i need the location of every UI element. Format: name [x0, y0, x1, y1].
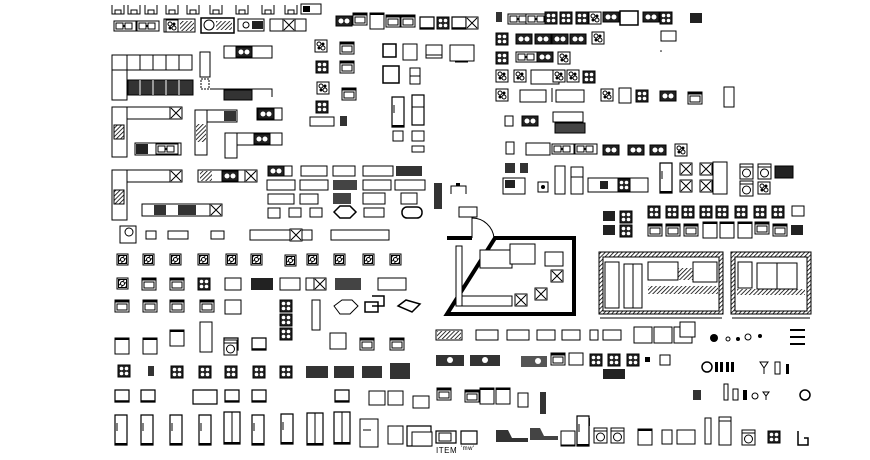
- l-kitchen-plan-6: [198, 169, 258, 183]
- kitchen-elevation-2: [731, 252, 811, 318]
- sink-plan-row: [113, 18, 306, 33]
- utensil-blocks: [680, 322, 810, 400]
- mw-label: 'mw': [461, 446, 475, 452]
- appliance-grid-left-lower: [114, 322, 431, 447]
- appliance-elevations-bottom-right: [561, 417, 808, 445]
- stray-dot: [660, 50, 662, 52]
- kitchen-elevation-1: [599, 252, 723, 318]
- appliance-grid-middle-lower: [412, 327, 692, 447]
- l-kitchen-plan-1: [112, 55, 193, 100]
- appliance-blocks-top-middle: [310, 12, 479, 152]
- sink-profile-row: [111, 4, 321, 15]
- l-kitchen-plan-5: [112, 169, 223, 220]
- kitchen-floor-plan: [447, 218, 574, 314]
- item-label: ITEM: [436, 446, 458, 455]
- sink-cluster: [267, 165, 477, 218]
- l-kitchen-plan-4: [195, 108, 282, 158]
- appliance-blocks-top-right: [495, 11, 734, 133]
- appliance-blocks-right-middle: [503, 142, 804, 239]
- l-kitchen-plan-2: [200, 46, 272, 100]
- appliance-grid-left: [114, 226, 420, 341]
- l-kitchen-plan-3: [112, 106, 183, 157]
